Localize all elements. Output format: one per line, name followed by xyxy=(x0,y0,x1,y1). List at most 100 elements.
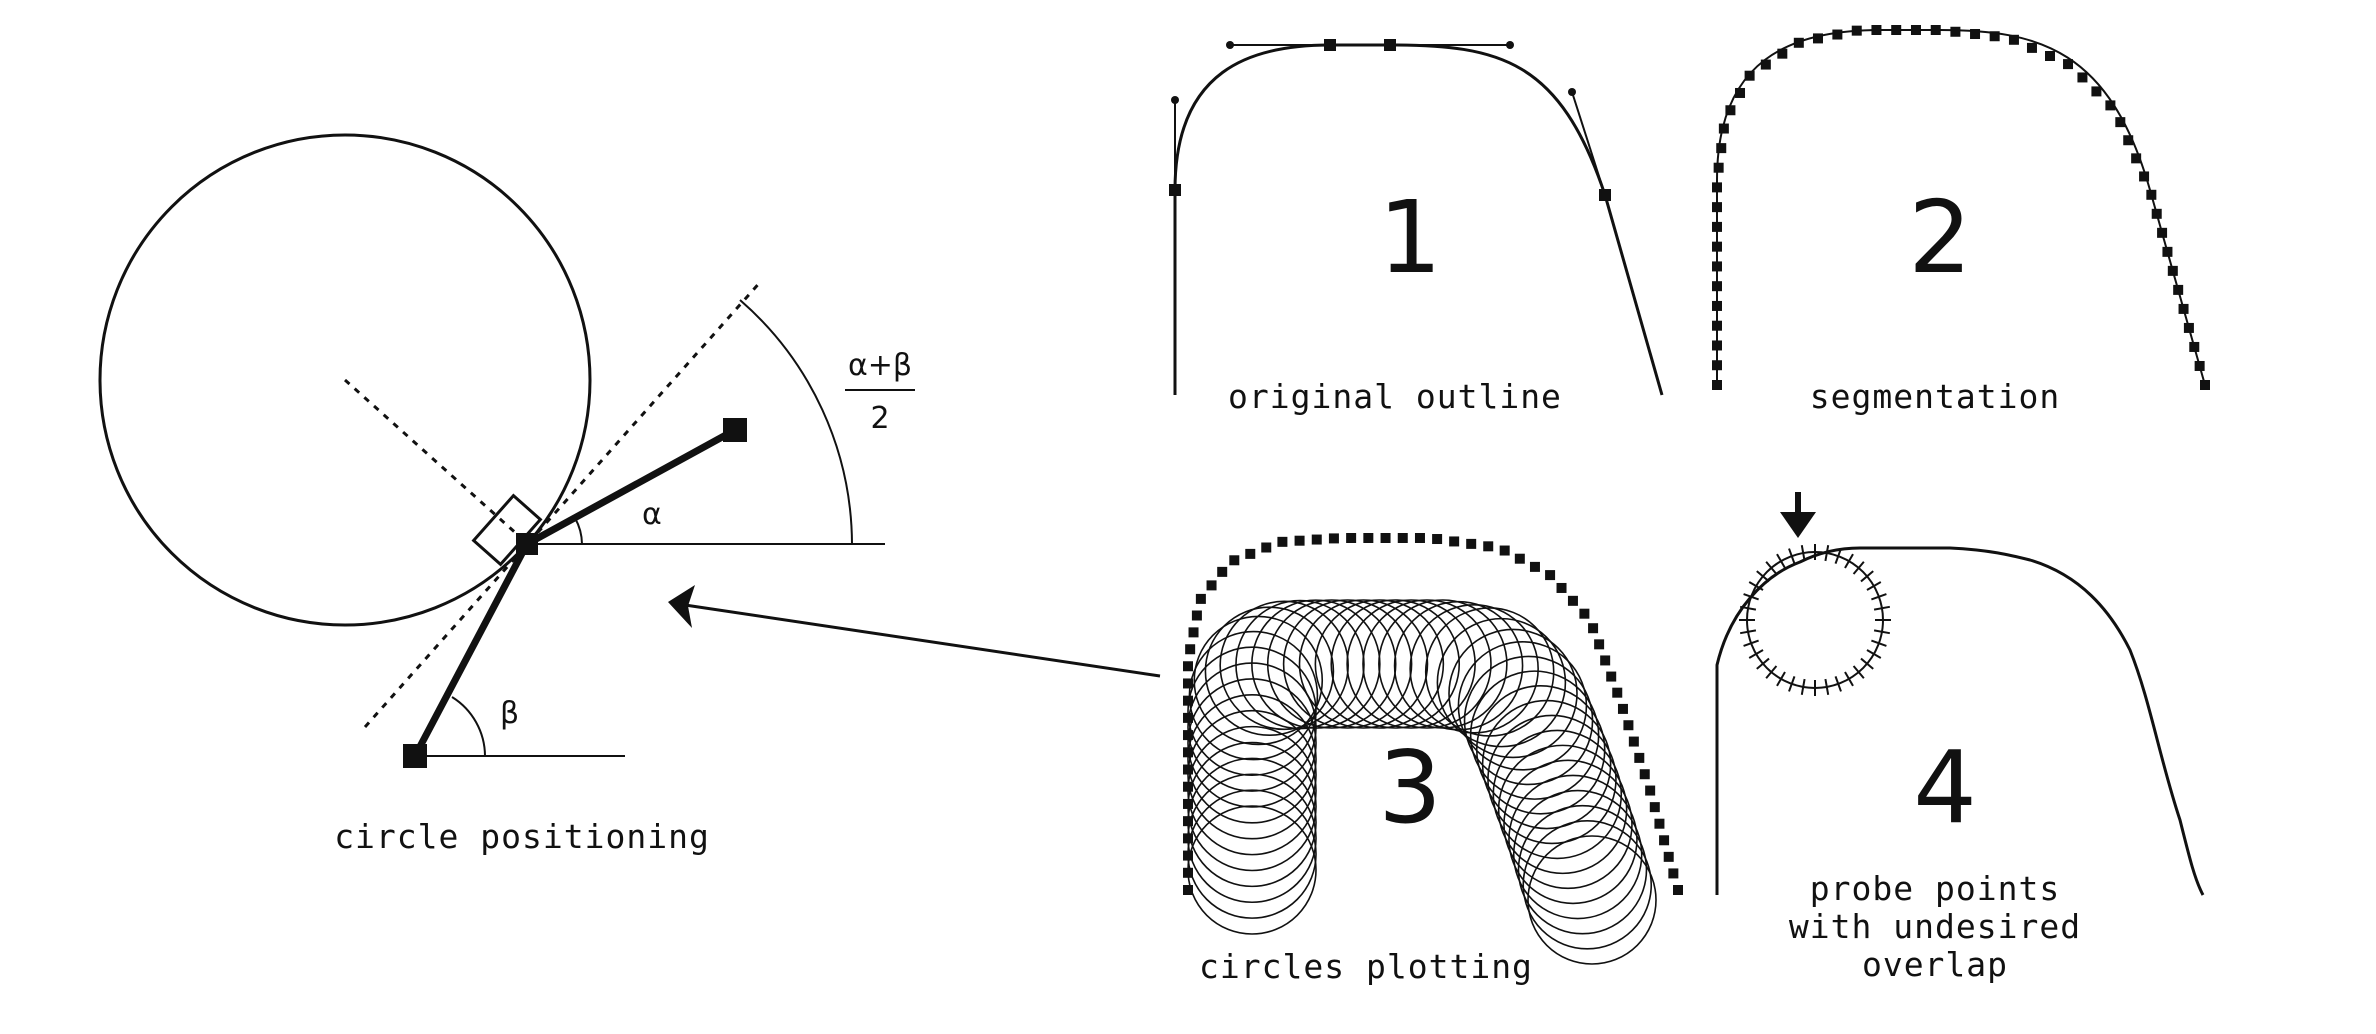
probe-tick xyxy=(1852,665,1865,679)
plotted-circle xyxy=(1487,714,1617,845)
plotted-circle xyxy=(1204,606,1335,737)
plotted-circle xyxy=(1522,820,1653,950)
segment-points xyxy=(1712,25,2210,390)
segment-to-start xyxy=(411,542,531,758)
plotted-circle xyxy=(1187,678,1317,808)
outline-point xyxy=(1659,835,1670,846)
panel-caption: circles plotting xyxy=(1199,947,1533,986)
segment-point xyxy=(2044,50,2055,61)
plotted-circle xyxy=(1187,709,1317,840)
outline-point xyxy=(1217,566,1228,577)
circle-positioning-diagram xyxy=(98,133,915,758)
plotted-circle xyxy=(1251,599,1381,729)
probe-tick xyxy=(1873,605,1891,611)
plotted-circle xyxy=(1346,599,1476,729)
outline-point xyxy=(1466,538,1477,549)
segment-point xyxy=(1735,87,1746,98)
segment-point xyxy=(2115,117,2126,128)
panel-caption-line-1: probe points xyxy=(1810,869,2060,908)
plotted-circle xyxy=(1517,804,1648,935)
outline-point xyxy=(1556,582,1567,593)
outline-point xyxy=(1567,595,1578,606)
outline-point xyxy=(1188,627,1199,638)
outline-point xyxy=(1183,764,1193,775)
outline-point xyxy=(1185,644,1196,655)
segment-point xyxy=(1812,33,1823,44)
outline-point xyxy=(1529,561,1540,572)
outline-point xyxy=(1432,534,1443,545)
outline-point xyxy=(1639,769,1650,780)
segment-point xyxy=(1716,143,1727,154)
probe-tick xyxy=(1776,671,1786,687)
segment-point xyxy=(2139,171,2150,182)
segment-point xyxy=(1832,29,1843,40)
outline-point xyxy=(1634,752,1645,763)
outline-point xyxy=(1328,533,1339,544)
panel-3-circles-plotting: 3 circles plotting xyxy=(1183,533,1683,986)
probe-tick xyxy=(1852,561,1865,575)
segment-point xyxy=(2200,380,2210,390)
panel-1-original-outline: 1 original outline xyxy=(1169,39,1664,416)
probe-tick xyxy=(1743,593,1759,601)
segment-point xyxy=(1712,261,1722,272)
panel-4-probe-points: 4 probe points with undesired overlap xyxy=(1715,492,2205,984)
plotted-circle xyxy=(1282,599,1413,729)
probe-circle xyxy=(1746,551,1884,689)
segment-point xyxy=(2151,208,2162,219)
outline-point xyxy=(1183,661,1193,672)
plotted-circle xyxy=(1298,599,1429,729)
fraction-denominator: 2 xyxy=(870,401,889,436)
panel-number: 4 xyxy=(1913,729,1977,846)
outline-point xyxy=(1663,851,1674,862)
outline-point xyxy=(1645,785,1656,796)
probe-tick xyxy=(1860,570,1874,583)
segment-point xyxy=(1712,360,1722,371)
probe-tick xyxy=(1743,639,1759,647)
probe-outline xyxy=(1715,546,2205,896)
outline-point xyxy=(1277,536,1288,547)
outline-point xyxy=(1261,542,1272,553)
outline-point xyxy=(1628,736,1639,747)
positioned-circle xyxy=(98,133,592,627)
segment-point xyxy=(2167,265,2178,276)
plotted-circle xyxy=(1527,835,1657,965)
segment-point xyxy=(1871,25,1882,35)
segment-point xyxy=(2178,303,2189,314)
outline-point xyxy=(1206,580,1217,591)
probe-tick xyxy=(1866,649,1882,659)
outline-point xyxy=(1499,545,1510,556)
segment-point xyxy=(1712,241,1722,252)
segment-point xyxy=(1777,48,1788,59)
alpha-angle-arc xyxy=(574,517,583,545)
panel-number: 1 xyxy=(1378,179,1442,296)
plotted-circle xyxy=(1481,699,1612,830)
end-point xyxy=(723,418,747,442)
outline-point xyxy=(1245,548,1256,559)
outline-point xyxy=(1397,533,1408,543)
probe-tick xyxy=(1748,649,1764,659)
panel-2-segmentation: 2 segmentation xyxy=(1712,25,2210,416)
start-point xyxy=(403,744,427,768)
outline-point xyxy=(1588,623,1599,634)
outline-point xyxy=(1668,868,1679,879)
outline-point xyxy=(1649,802,1660,813)
radius-guide-line xyxy=(343,378,530,546)
plotted-circle xyxy=(1188,630,1319,761)
segment-point xyxy=(2123,135,2134,146)
alpha-label: α xyxy=(642,497,662,532)
probe-tick xyxy=(1834,676,1842,692)
probe-tick xyxy=(1756,657,1770,670)
probe-tick xyxy=(1756,570,1770,583)
segment-point xyxy=(2026,42,2037,53)
segment-point xyxy=(1712,281,1722,292)
probe-tick xyxy=(1800,544,1806,562)
outline-point xyxy=(1483,541,1494,552)
plotted-circle xyxy=(1219,600,1349,731)
outline-point xyxy=(1346,533,1357,543)
segment-point xyxy=(2189,341,2200,352)
plotted-circle xyxy=(1497,744,1628,875)
down-arrow-icon xyxy=(1780,492,1816,538)
segment-point xyxy=(1712,182,1722,193)
tangent-guide-line xyxy=(363,279,764,728)
